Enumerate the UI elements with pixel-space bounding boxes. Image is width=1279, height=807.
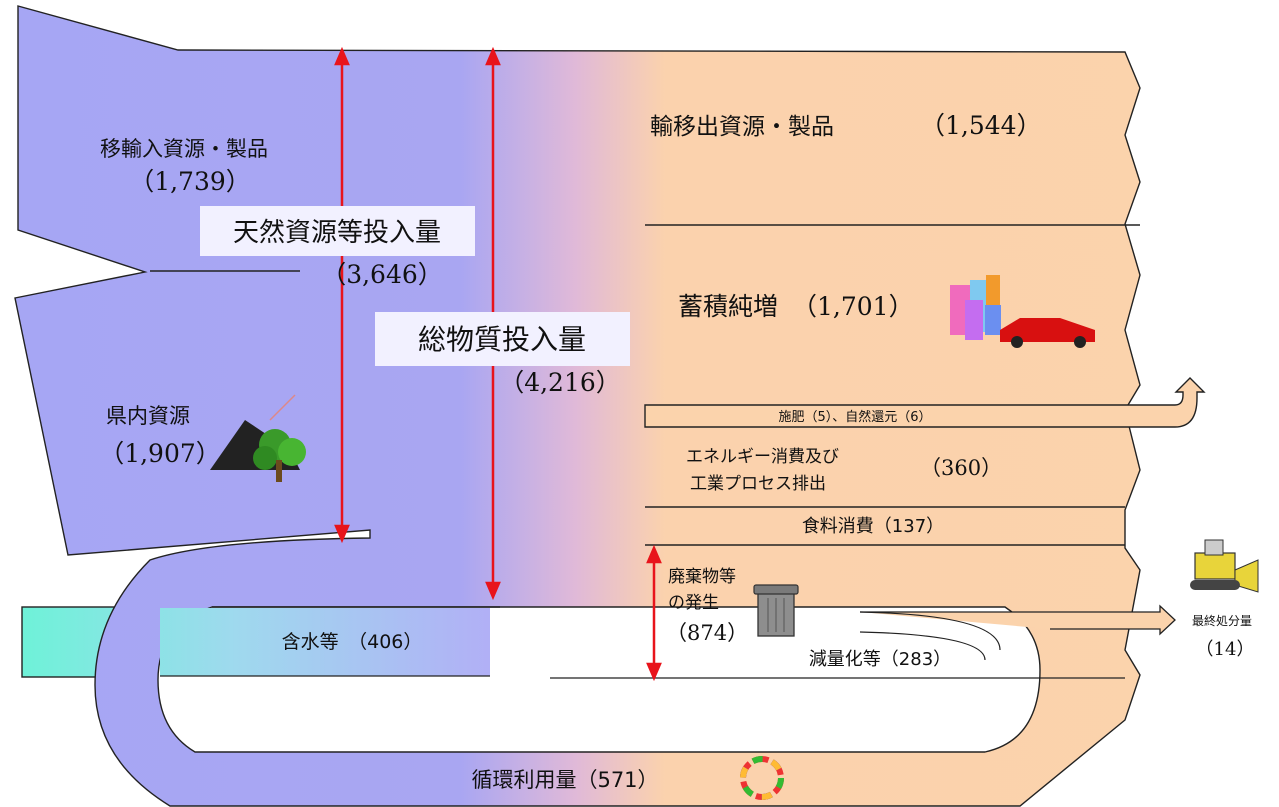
recycle-ring-icon <box>740 756 784 800</box>
waste-arrow <box>646 544 662 682</box>
exported-label: 輸移出資源・製品 <box>650 114 834 140</box>
imported-label: 移輸入資源・製品 <box>100 137 268 161</box>
natural-input-label: 天然資源等投入量 <box>233 218 441 248</box>
domestic-value: （1,907） <box>99 439 221 468</box>
landfill-value: （14） <box>1196 639 1255 660</box>
landfill-label: 最終処分量 <box>1192 613 1252 628</box>
accumulation-value: （1,701） <box>792 292 914 321</box>
energy-line1: エネルギー消費及び <box>686 447 839 467</box>
trash-can-icon <box>753 584 799 637</box>
total-input-label: 総物質投入量 <box>418 323 586 356</box>
waste-line1: 廃棄物等 <box>668 567 736 587</box>
natural-input-box <box>200 206 475 256</box>
total-input-box <box>375 312 630 366</box>
natural-input-arrow <box>334 46 350 544</box>
total-input-value: （4,216） <box>499 368 621 397</box>
mountain-tree-icon <box>210 394 306 482</box>
exported-value: （1,544） <box>920 111 1042 140</box>
water-inner-fill <box>160 608 490 676</box>
recycling-text: 循環利用量（571） <box>471 768 658 792</box>
accumulation-label: 蓄積純増 <box>678 292 778 321</box>
buildings-car-icon <box>950 275 1095 348</box>
energy-value: （360） <box>920 456 1002 480</box>
fertilizer-text: 施肥（5）、自然還元（6） <box>778 409 931 425</box>
reduction-text: 減量化等（283） <box>809 649 951 670</box>
waste-line2: の発生 <box>668 593 719 613</box>
food-text: 食料消費（137） <box>802 516 944 537</box>
natural-input-value: （3,646） <box>321 260 443 289</box>
fertilizer-arrow <box>644 377 1206 428</box>
landfill-outlet <box>860 604 1176 636</box>
energy-line2: 工業プロセス排出 <box>690 474 826 494</box>
imported-value: （1,739） <box>129 167 251 196</box>
domestic-label: 県内資源 <box>106 404 190 428</box>
water-text: 含水等 （406） <box>282 631 423 653</box>
waste-value: （874） <box>666 621 748 645</box>
bulldozer-icon <box>1190 539 1259 593</box>
